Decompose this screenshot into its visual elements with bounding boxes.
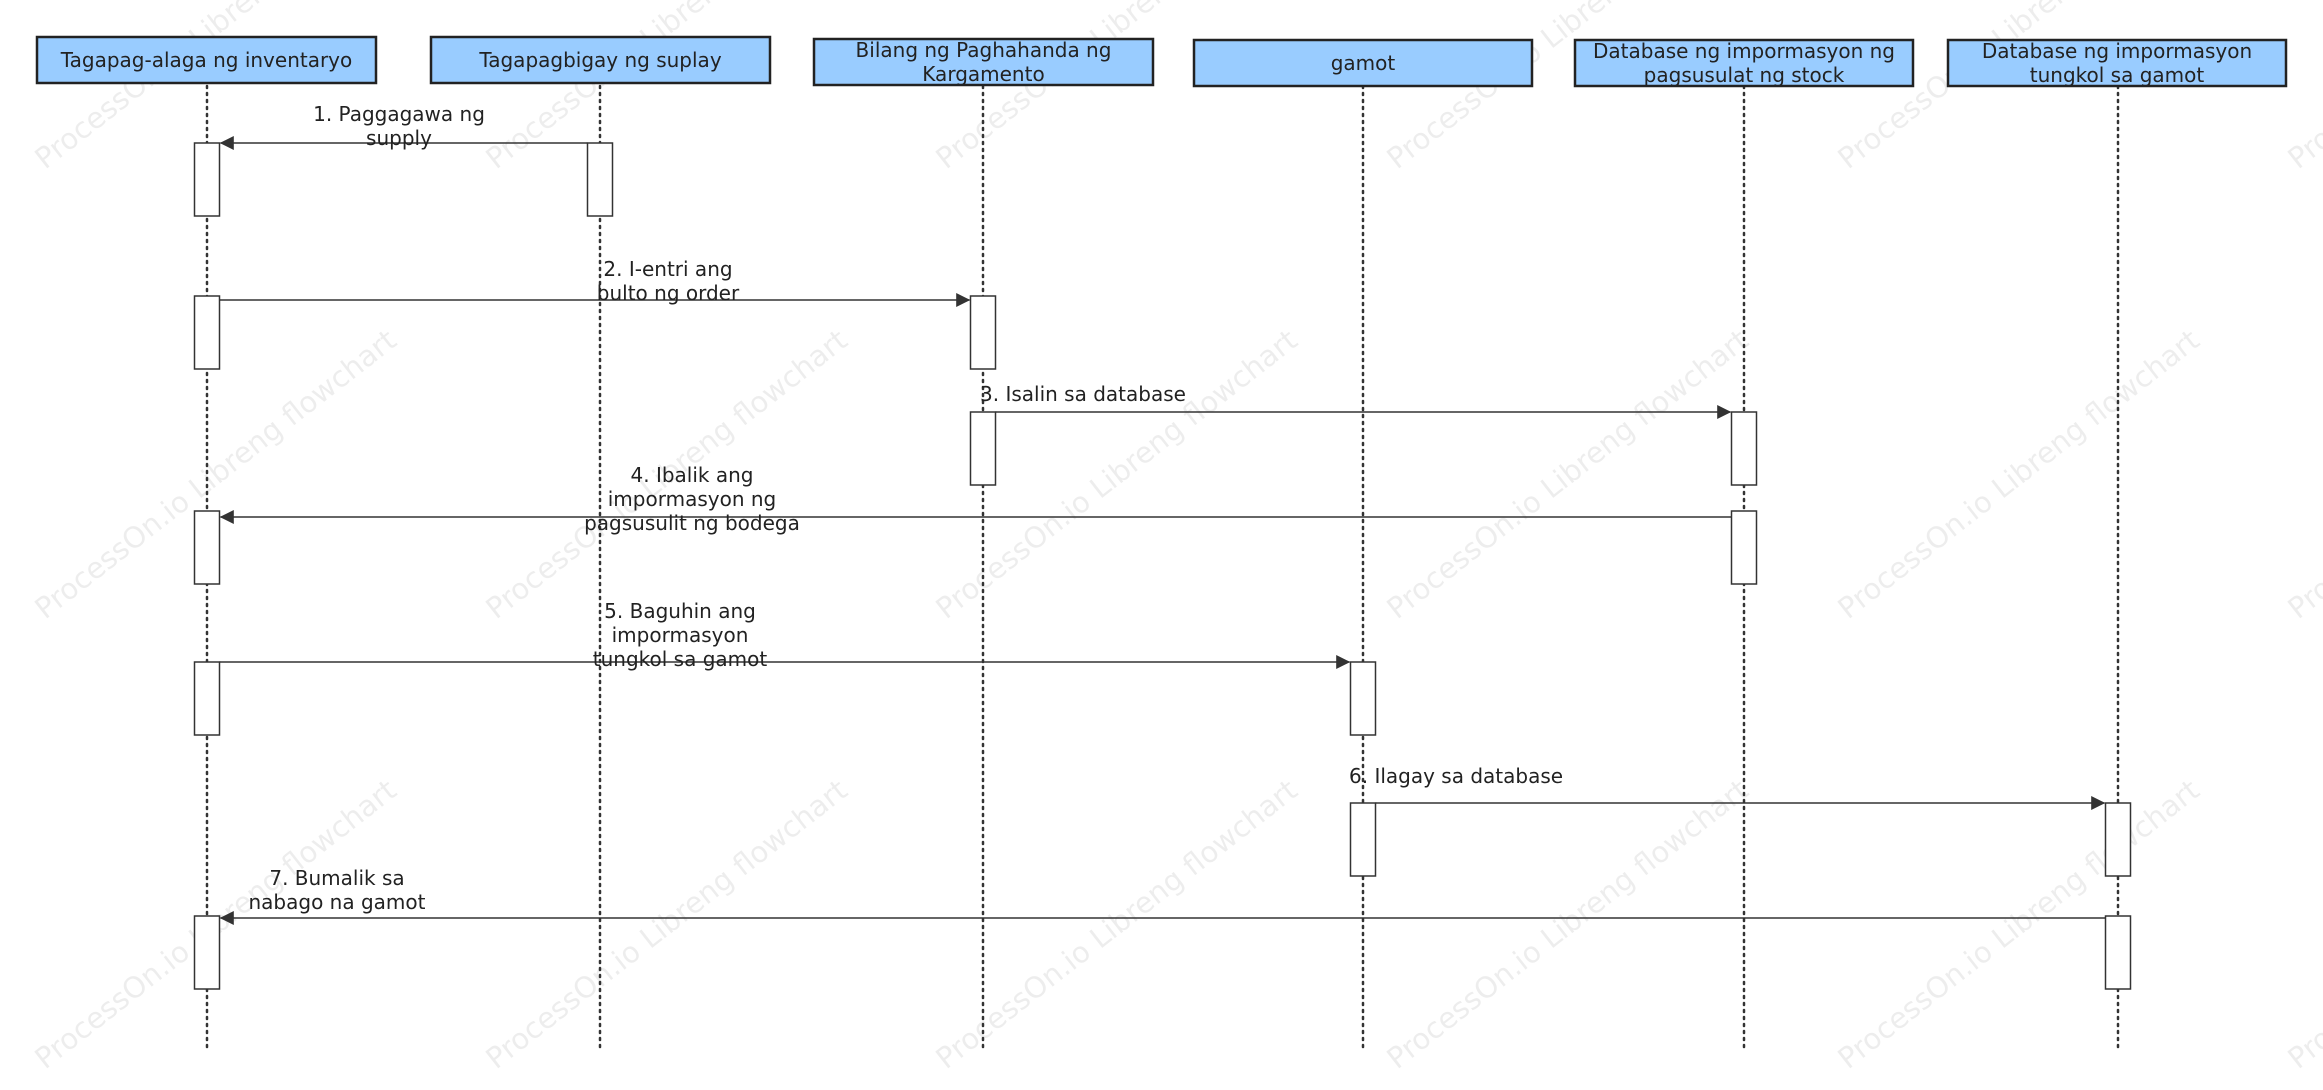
- activation-bar: [1349, 661, 1377, 736]
- watermark-text: ProcessOn.io Libreng flowchart: [1831, 0, 2205, 176]
- participant-label: Tagapagbigay ng suplay: [478, 48, 721, 72]
- watermark-text: ProcessOn.io Libreng flowchart: [1380, 773, 1754, 1076]
- activation-bar: [193, 142, 221, 217]
- activation-bar: [193, 661, 221, 736]
- activation-bar: [193, 510, 221, 585]
- participant-box: [812, 37, 1155, 87]
- watermark-text: ProcessOn.io Libreng flowchart: [929, 773, 1303, 1076]
- watermark-text: ProcessOn.io Libreng flowchart: [1380, 0, 1754, 176]
- participant-box: [429, 35, 772, 85]
- watermark-text: ProcessOn.io Libreng flowchart: [2281, 323, 2323, 626]
- activation-bar: [193, 295, 221, 370]
- message-label: 3. Isalin sa database: [980, 382, 1186, 406]
- participant-box: [1946, 38, 2288, 88]
- watermark-text: ProcessOn.io Libreng flowchart: [479, 0, 853, 176]
- watermark-text: ProcessOn.io Libreng flowchart: [2281, 773, 2323, 1076]
- watermark-text: ProcessOn.io Libreng flowchart: [1831, 323, 2205, 626]
- participant-header: gamot: [1192, 38, 1534, 88]
- activation-bar: [586, 142, 614, 217]
- message: 3. Isalin sa database: [980, 382, 1732, 419]
- watermark-text: ProcessOn.io Libreng flowchart: [1831, 773, 2205, 1076]
- activation-bar: [193, 915, 221, 990]
- activation-bar: [1349, 802, 1377, 877]
- participant-headers: Tagapag-alaga ng inventaryo Tagapagbigay …: [35, 35, 2288, 88]
- watermark-text: ProcessOn.io Libreng flowchart: [929, 0, 1303, 176]
- participant-label: gamot: [1331, 51, 1396, 75]
- activation-bar: [1730, 510, 1758, 585]
- participant-box: [35, 35, 378, 85]
- watermark-text: ProcessOn.io Libreng flowchart: [2281, 0, 2323, 176]
- participant-label: Tagapag-alaga ng inventaryo: [60, 48, 353, 72]
- activation-bar: [2104, 802, 2132, 877]
- activation-bar: [2104, 915, 2132, 990]
- watermark-text: ProcessOn.io Libreng flowchart: [479, 773, 853, 1076]
- participant-header: Tagapag-alaga ng inventaryo: [35, 35, 378, 85]
- watermark-text: ProcessOn.io Libreng flowchart: [1380, 323, 1754, 626]
- activation-bar: [969, 411, 997, 486]
- activation-bars: [193, 142, 2132, 990]
- activation-bar: [969, 295, 997, 370]
- message: 6. Ilagay sa database: [1349, 764, 2106, 810]
- message-label: 6. Ilagay sa database: [1349, 764, 1563, 788]
- participant-header: Tagapagbigay ng suplay: [429, 35, 772, 85]
- activation-bar: [1730, 411, 1758, 486]
- participant-box: [1192, 38, 1534, 88]
- participant-box: [1573, 38, 1915, 88]
